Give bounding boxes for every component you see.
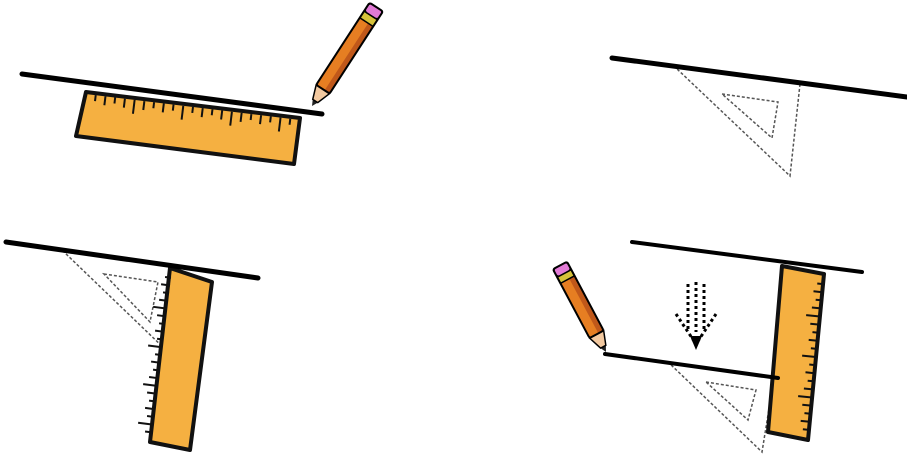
ruler-tick	[159, 323, 165, 324]
ruler-tick	[813, 291, 822, 292]
ruler-tick	[145, 431, 151, 432]
ruler-tick	[149, 401, 155, 402]
ruler-tick	[812, 308, 821, 309]
ruler-tick	[114, 98, 115, 104]
ruler-tick	[811, 348, 817, 349]
ruler-tick	[157, 339, 163, 340]
ruler-tick	[241, 113, 242, 122]
ruler-icon	[76, 92, 300, 164]
ruler-tick	[95, 95, 96, 101]
panel-step-1	[22, 3, 383, 164]
ruler-tick	[143, 101, 144, 110]
ruler-tick	[817, 284, 823, 285]
ruler-tick	[124, 99, 125, 108]
panel-step-3	[6, 242, 258, 450]
ruler-tick	[290, 119, 291, 125]
ruler-tick	[138, 423, 152, 425]
set-square-icon	[676, 68, 800, 176]
pencil-icon	[305, 3, 383, 111]
ruler-tick	[816, 300, 822, 301]
ruler-tick	[153, 102, 154, 108]
panel-step-4	[553, 242, 862, 452]
ruler-tick	[155, 354, 161, 355]
ruler-tick	[202, 108, 203, 117]
ruler-tick	[801, 421, 810, 422]
ruler-tick	[260, 115, 261, 124]
ruler-tick	[157, 315, 166, 316]
ruler-tick	[251, 114, 252, 120]
ruler-tick	[165, 277, 171, 278]
ruler-tick	[808, 381, 814, 382]
ruler-tick	[163, 103, 164, 112]
ruler-tick	[802, 405, 811, 406]
ruler-tick	[809, 365, 815, 366]
ruler-tick	[812, 332, 818, 333]
ruler-tick	[809, 340, 818, 341]
ruler-tick	[161, 284, 170, 285]
ruler-tick	[192, 107, 193, 113]
ruler-tick	[153, 370, 159, 371]
pencil-icon	[553, 262, 613, 356]
ruler-tick	[802, 356, 816, 357]
ruler-tick	[221, 111, 222, 120]
ruler-tick	[145, 408, 154, 409]
dotted-down-arrow-icon	[676, 282, 716, 350]
ruler-tick	[212, 109, 213, 115]
ruler-tick	[147, 416, 153, 417]
ruler-icon	[768, 266, 824, 440]
ruler-tick	[810, 324, 819, 325]
ruler-tick	[155, 331, 164, 332]
ruler-tick	[149, 377, 158, 378]
ruler-tick	[270, 116, 271, 122]
drawn-line	[632, 242, 862, 272]
ruler-tick	[104, 96, 105, 105]
ruler-tick	[173, 105, 174, 111]
ruler-tick	[805, 372, 814, 373]
ruler-tick	[804, 413, 810, 414]
ruler-tick	[804, 389, 813, 390]
panel-step-2	[612, 58, 907, 176]
ruler-tick	[151, 362, 160, 363]
ruler-tick	[806, 315, 820, 316]
ruler-tick	[163, 292, 169, 293]
ruler-tick	[159, 300, 168, 301]
ruler-tick	[803, 429, 809, 430]
ruler-tick	[798, 396, 812, 397]
ruler-tick	[147, 392, 156, 393]
